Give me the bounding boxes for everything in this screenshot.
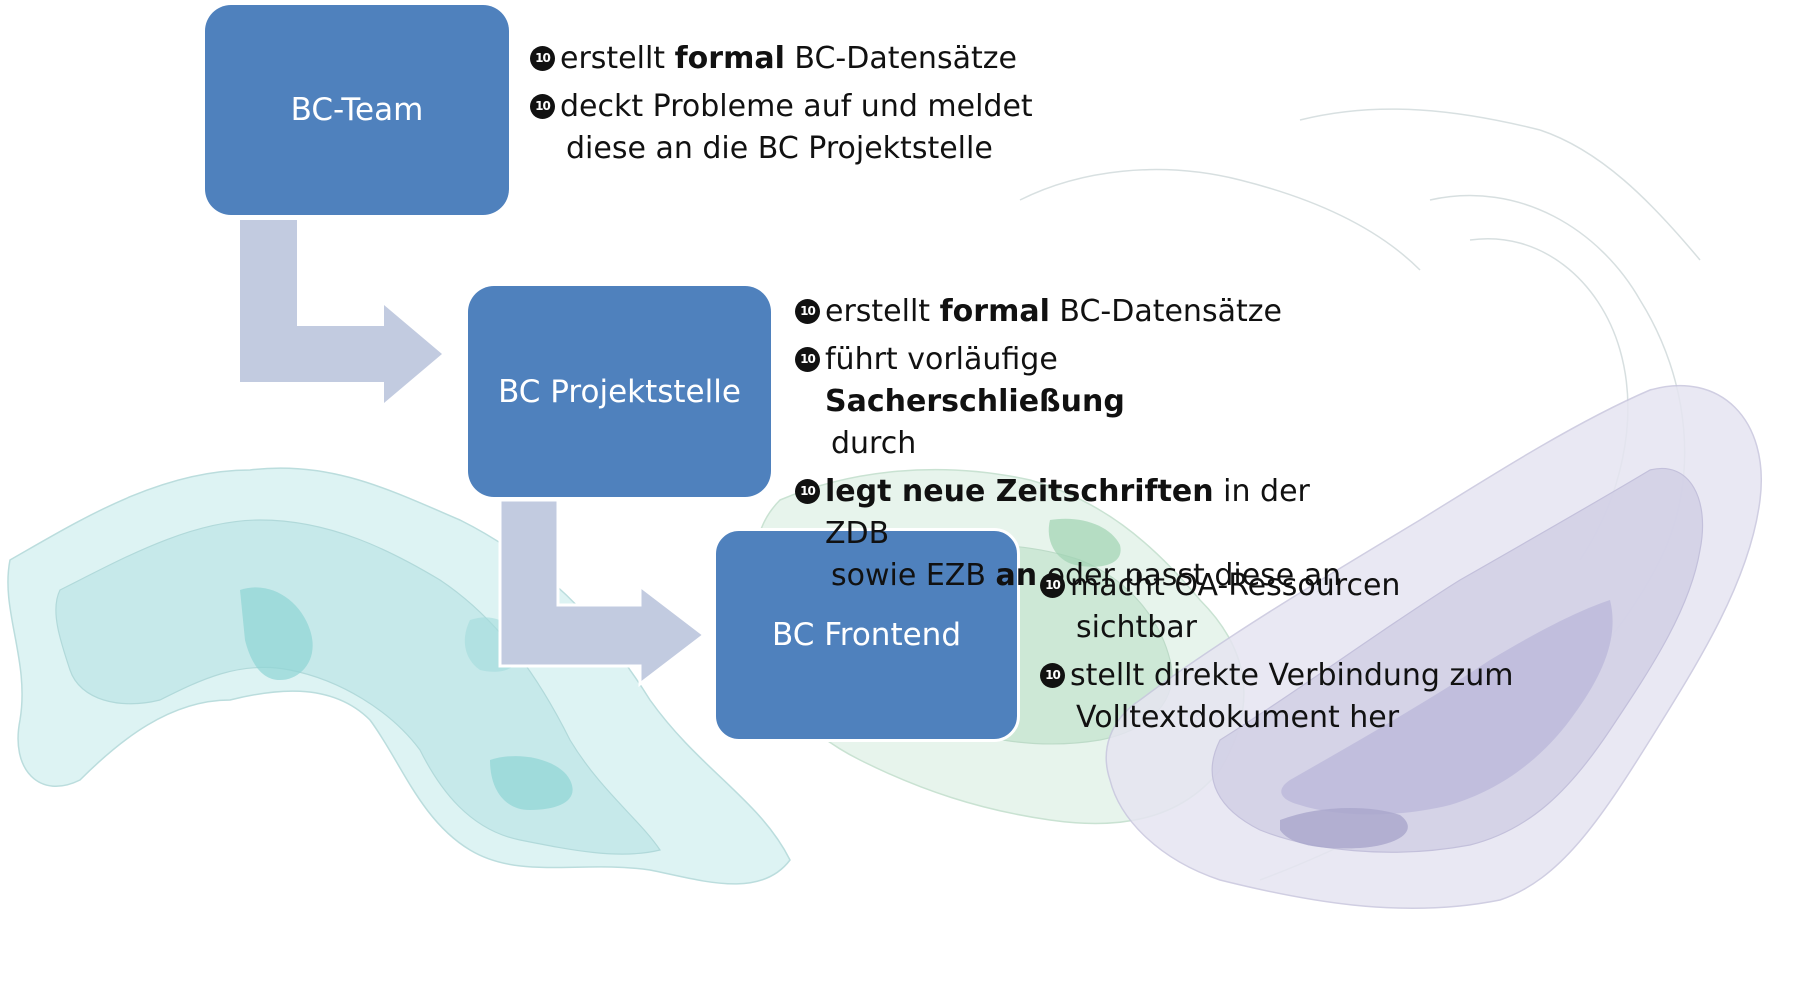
list-item: 10 macht OA-Ressourcen sichtbar xyxy=(1040,565,1600,649)
node-bc-projektstelle: BC Projektstelle xyxy=(468,286,771,497)
bullet-icon: 10 xyxy=(795,347,820,372)
note-bold: Sacherschließung xyxy=(825,384,1125,419)
purple-contours xyxy=(1105,384,1762,910)
bullet-icon: 10 xyxy=(795,479,820,504)
list-item: 10 deckt Probleme auf und meldet diese a… xyxy=(530,86,1090,170)
bullet-icon: 10 xyxy=(1040,663,1065,688)
bullet-icon: 10 xyxy=(1040,573,1065,598)
note-bold: legt neue Zeitschriften xyxy=(825,474,1214,509)
bc-projektstelle-notes: 10 erstellt formal BC-Datensätze 10 führ… xyxy=(795,291,1355,603)
bc-frontend-notes: 10 macht OA-Ressourcen sichtbar 10 stell… xyxy=(1040,565,1600,745)
note-text-continued: durch xyxy=(831,426,917,461)
note-text: erstellt xyxy=(560,41,675,76)
note-text-continued: sichtbar xyxy=(1076,610,1197,645)
bullet-icon: 10 xyxy=(530,46,555,71)
node-bc-frontend-label: BC Frontend xyxy=(771,617,962,653)
list-item: 10 erstellt formal BC-Datensätze xyxy=(530,38,1090,80)
list-item: 10 stellt direkte Verbindung zum Volltex… xyxy=(1040,655,1600,739)
node-bc-frontend: BC Frontend xyxy=(713,528,1020,742)
bullet-icon: 10 xyxy=(795,299,820,324)
arrow-projektstelle-to-frontend xyxy=(498,498,707,688)
note-text: BC-Datensätze xyxy=(784,41,1017,76)
arrow-team-to-projektstelle xyxy=(240,220,442,403)
note-text-continued: diese an die BC Projektstelle xyxy=(566,131,993,166)
note-text: erstellt xyxy=(825,294,940,329)
note-text: in der ZDB xyxy=(825,474,1310,551)
note-text-continued: Volltextdokument her xyxy=(1076,700,1400,735)
note-text: deckt Probleme auf und meldet xyxy=(560,89,1033,124)
list-item: 10 legt neue Zeitschriften in der ZDB so… xyxy=(795,471,1355,597)
bullet-icon: 10 xyxy=(530,94,555,119)
note-text: stellt direkte Verbindung zum xyxy=(1070,658,1514,693)
list-item: 10 führt vorläufige Sacherschließung dur… xyxy=(795,339,1355,465)
teal-contours xyxy=(7,467,791,885)
note-text-continued: sowie EZB an oder passt diese an xyxy=(831,558,1342,593)
note-text: BC-Datensätze xyxy=(1049,294,1282,329)
node-bc-projektstelle-label: BC Projektstelle xyxy=(498,373,741,410)
list-item: 10 erstellt formal BC-Datensätze xyxy=(795,291,1355,333)
node-bc-team-label: BC-Team xyxy=(290,92,424,128)
note-bold: formal xyxy=(939,294,1050,329)
note-text: macht OA-Ressourcen xyxy=(1070,568,1401,603)
note-text: führt vorläufige xyxy=(825,342,1058,377)
bc-team-notes: 10 erstellt formal BC-Datensätze 10 deck… xyxy=(530,38,1090,176)
node-bc-team: BC-Team xyxy=(205,5,509,215)
note-bold: formal xyxy=(674,41,785,76)
